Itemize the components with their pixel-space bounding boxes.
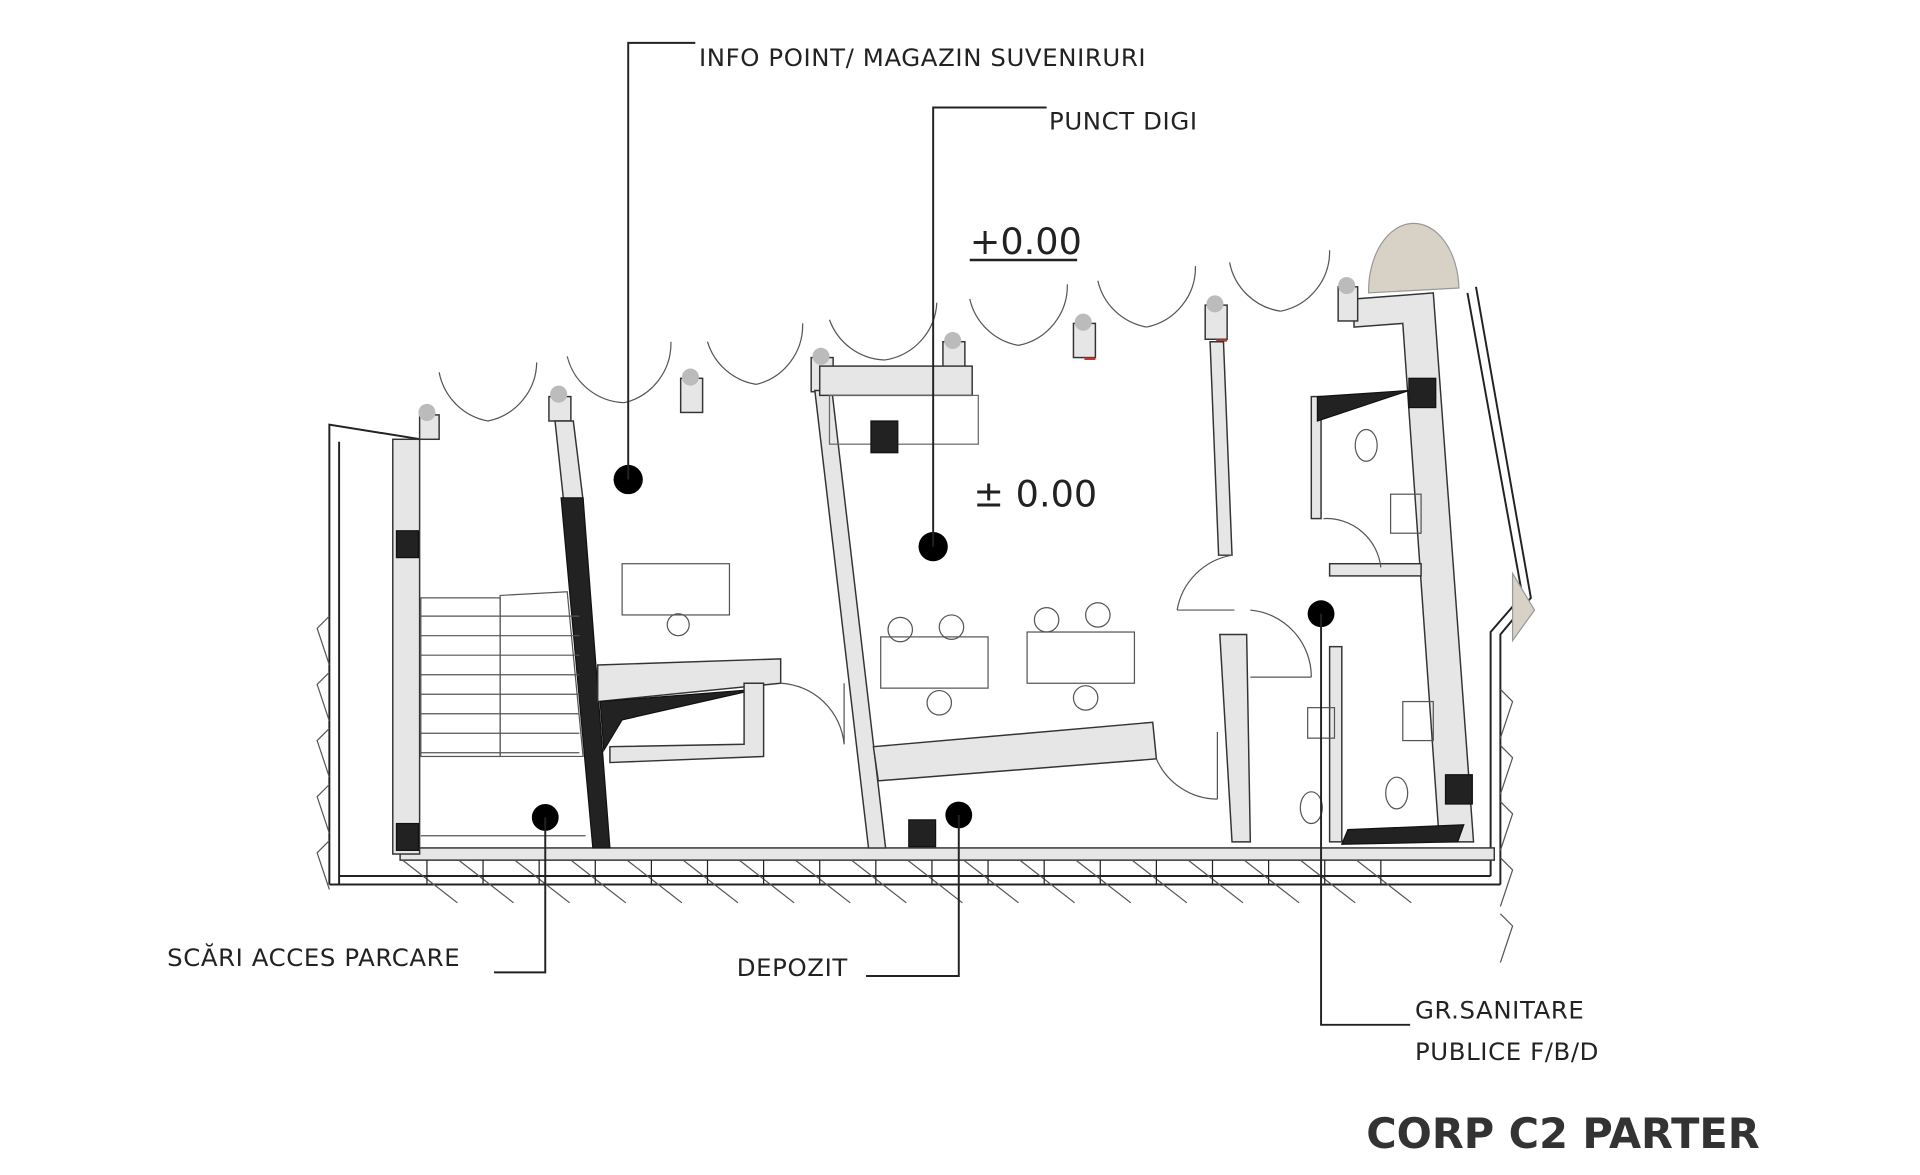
louver xyxy=(1131,859,1188,904)
label-storage: DEPOZIT xyxy=(737,953,848,982)
louver xyxy=(514,859,571,904)
facade-louvers xyxy=(316,615,1514,963)
louver xyxy=(626,859,683,904)
louver xyxy=(907,859,963,904)
label-wc-line1: GR.SANITARE xyxy=(1415,996,1584,1025)
louver xyxy=(402,859,458,904)
louver xyxy=(570,859,627,904)
louver xyxy=(316,840,330,890)
facade-doors xyxy=(438,250,1331,422)
interior-walls xyxy=(554,340,1465,849)
building-outline xyxy=(328,222,1536,886)
stairs xyxy=(420,591,586,837)
louver xyxy=(1299,859,1356,904)
drawing-title: CORP C2 PARTER xyxy=(1366,1110,1760,1158)
level-main: ± 0.00 xyxy=(973,472,1097,515)
leader-lines xyxy=(494,41,1411,1026)
label-punct-digi: PUNCT DIGI xyxy=(1049,106,1198,135)
louver xyxy=(1187,859,1244,904)
label-wc-line2: PUBLICE F/B/D xyxy=(1415,1037,1599,1066)
louver xyxy=(316,615,330,666)
louver xyxy=(738,859,795,904)
louver xyxy=(316,727,330,778)
marker-digi xyxy=(918,531,948,562)
interior-doors xyxy=(780,517,1382,800)
label-stairs: SCĂRI ACCES PARCARE xyxy=(167,942,460,972)
louver xyxy=(963,859,1019,904)
louver xyxy=(458,859,514,904)
louver xyxy=(1243,859,1300,904)
label-info-point: INFO POINT/ MAGAZIN SUVENIRURI xyxy=(699,43,1146,72)
louver xyxy=(1019,859,1076,904)
louver xyxy=(794,859,851,904)
louver xyxy=(1075,859,1132,904)
louver xyxy=(316,784,330,834)
louver xyxy=(851,859,907,904)
louver xyxy=(1356,859,1412,904)
louver xyxy=(682,859,739,904)
louver xyxy=(316,671,330,722)
level-upper: +0.00 xyxy=(970,220,1082,263)
